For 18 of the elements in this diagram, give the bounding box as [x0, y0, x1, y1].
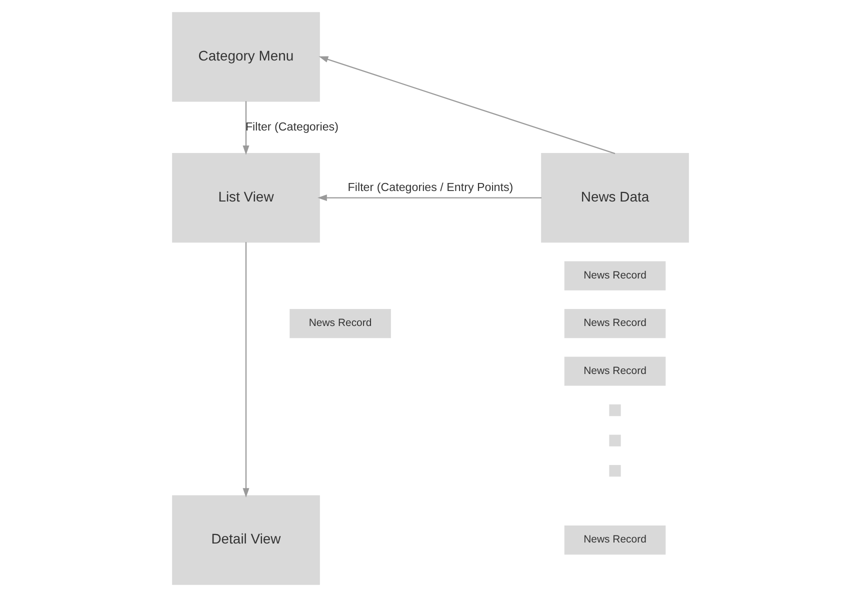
node-box: News Data [540, 152, 688, 243]
node-box: News Record [289, 308, 390, 338]
edge-label: Filter (Categories / Entry Points) [347, 180, 513, 194]
arrow [318, 56, 615, 154]
node-box: Detail View [172, 495, 320, 585]
node-box: Category Menu [172, 12, 320, 102]
node-box: News Record [564, 261, 666, 290]
arrow [317, 194, 541, 202]
arrow [242, 242, 249, 498]
arrow [242, 101, 249, 155]
node-box: List View [172, 152, 320, 243]
node-box: News Record [564, 356, 666, 386]
edge-label: Filter (Categories) [244, 120, 338, 134]
node-box: News Record [564, 308, 666, 338]
node-box: News Record [564, 526, 666, 555]
node-box [608, 464, 620, 477]
node-box [608, 404, 620, 416]
node-box [608, 434, 620, 446]
